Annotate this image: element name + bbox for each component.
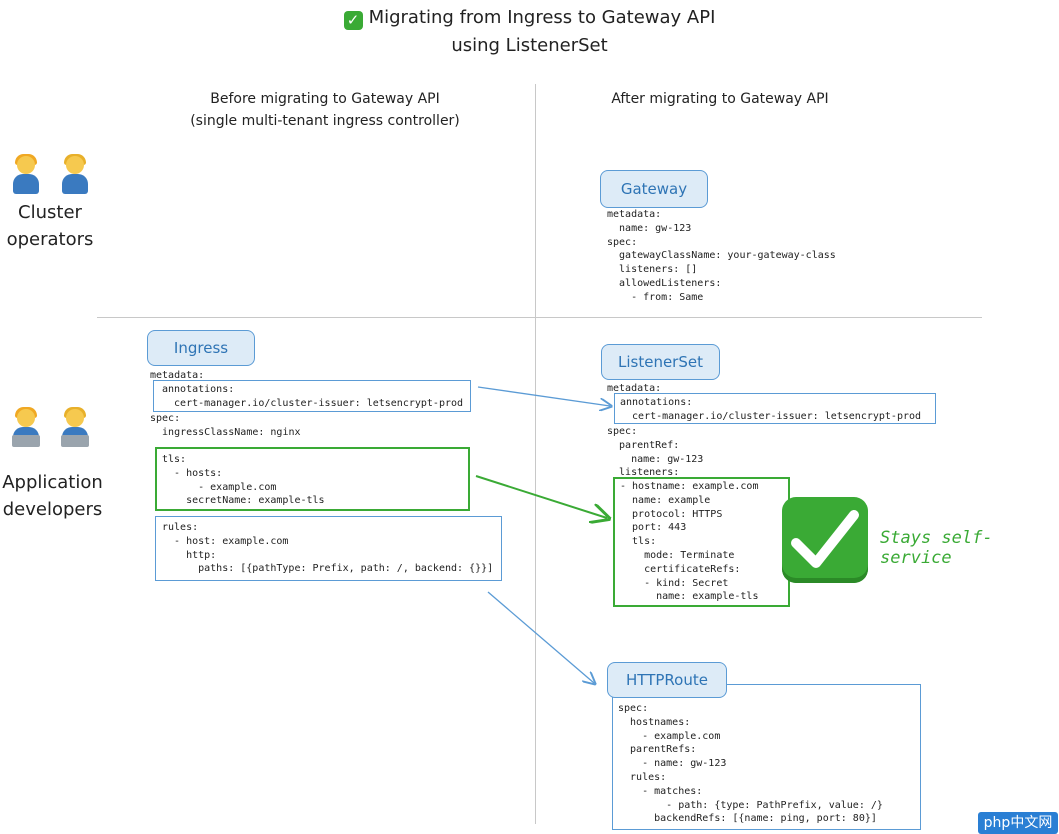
horizontal-divider xyxy=(97,317,982,318)
listenerset-spec-yaml: spec: parentRef: name: gw-123 listeners: xyxy=(607,426,704,479)
listenerset-annotations-yaml: annotations: cert-manager.io/cluster-iss… xyxy=(620,397,922,422)
tls-arrow xyxy=(475,475,607,518)
woman-developer-icon xyxy=(12,407,40,447)
watermark-text: php中文网 xyxy=(983,815,1053,831)
ingress-spec-yaml: spec: ingressClassName: nginx xyxy=(150,413,301,438)
ingress-tls-frame xyxy=(155,447,470,511)
listenerset-label: ListenerSet xyxy=(601,344,720,380)
vertical-divider xyxy=(535,84,536,824)
title-line-1: Migrating from Ingress to Gateway API xyxy=(368,7,716,28)
listenerset-annotations-frame xyxy=(614,393,936,424)
role-label-line: Application xyxy=(2,472,103,493)
annotations-arrow xyxy=(477,386,610,406)
ingress-rules-frame xyxy=(155,516,502,581)
role-label-line: developers xyxy=(2,499,103,520)
before-header-line-2: (single multi-tenant ingress controller) xyxy=(190,113,460,129)
checkmark-icon xyxy=(782,497,868,583)
title-line-2: using ListenerSet xyxy=(451,35,608,56)
woman-operator-icon xyxy=(13,154,39,194)
stays-self-service-callout: Stays self-service xyxy=(880,528,993,568)
listenerset-listener-yaml: - hostname: example.com name: example pr… xyxy=(620,481,759,603)
gateway-label: Gateway xyxy=(600,170,708,208)
ingress-metadata-yaml: metadata: xyxy=(150,370,205,381)
role-label-line: Cluster xyxy=(18,202,82,223)
ingress-tls-yaml: tls: - hosts: - example.com secretName: … xyxy=(162,454,325,507)
after-column-header: After migrating to Gateway API xyxy=(611,91,829,107)
role-label-line: operators xyxy=(6,229,94,250)
before-header-line-1: Before migrating to Gateway API xyxy=(210,91,440,107)
man-operator-icon xyxy=(62,154,88,194)
ingress-annotations-frame xyxy=(153,380,471,412)
gateway-yaml: metadata: name: gw-123 spec: gatewayClas… xyxy=(607,209,836,303)
ingress-annotations-yaml: annotations: cert-manager.io/cluster-iss… xyxy=(162,384,464,409)
man-developer-icon xyxy=(61,407,89,447)
app-developers-avatars xyxy=(10,405,110,450)
before-column-header: Before migrating to Gateway API (single … xyxy=(150,88,500,132)
httproute-frame xyxy=(612,684,921,830)
cluster-operators-label: Cluster operators xyxy=(0,199,100,253)
httproute-yaml: spec: hostnames: - example.com parentRef… xyxy=(618,703,883,825)
app-developers-label: Application developers xyxy=(0,469,105,523)
ingress-rules-yaml: rules: - host: example.com http: paths: … xyxy=(162,522,494,575)
listenerset-metadata-yaml: metadata: xyxy=(607,383,662,394)
watermark-badge: php中文网 xyxy=(978,812,1058,834)
cluster-operators-avatars xyxy=(10,152,110,197)
check-icon: ✓ xyxy=(343,11,363,30)
rules-arrow xyxy=(487,591,594,683)
ingress-label: Ingress xyxy=(147,330,255,366)
httproute-label: HTTPRoute xyxy=(607,662,727,698)
diagram-title: ✓ Migrating from Ingress to Gateway API xyxy=(0,4,1059,31)
